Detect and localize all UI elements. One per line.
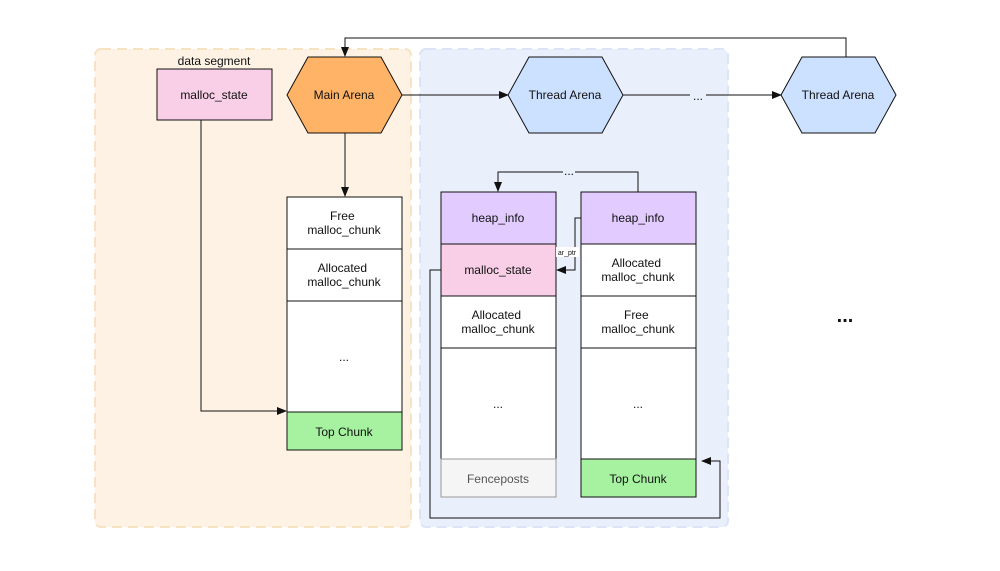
main-heap-chunk-free-label: Free malloc_chunk [307, 209, 381, 237]
thread-heap-2-top-chunk-label: Top Chunk [609, 472, 667, 486]
thread-heap-2-chunk-free-label: Free malloc_chunk [601, 308, 675, 336]
thread-arena-node-2 [780, 56, 897, 134]
main-heap-chunk-allocated-label: Allocated malloc_chunk [307, 261, 381, 289]
thread-arena-label-1: Thread Arena [529, 88, 602, 102]
thread-heap-2-chunk-ellipsis [580, 347, 697, 460]
arrow-malloc-state-to-thread-top-chunk [429, 269, 721, 519]
arena-chain-ellipsis: ... [693, 89, 703, 103]
thread-heap-1-heap-info [440, 191, 557, 245]
thread-arena-label-2: Thread Arena [802, 88, 875, 102]
thread-heap-2: heap_info Allocated malloc_chunk Free ma… [580, 191, 697, 498]
arrow-malloc-state-to-top-chunk [200, 120, 287, 415]
thread-heap-1-fenceposts-label: Fenceposts [467, 472, 529, 486]
malloc-state-box [156, 68, 273, 121]
main-heap-top-chunk-label: Top Chunk [315, 425, 373, 439]
thread-heap-2-chunk-allocated-label: Allocated malloc_chunk [601, 256, 675, 284]
thread-heap-1-heap-info-label: heap_info [472, 211, 525, 225]
thread-heap-1-malloc-state-label: malloc_state [464, 263, 532, 277]
thread-heap-1-chunk-allocated [440, 295, 557, 349]
arrow-ar-ptr [556, 217, 581, 274]
main-heap: Free malloc_chunk Allocated malloc_chunk… [286, 196, 403, 451]
more-arenas-ellipsis: ... [837, 305, 854, 327]
main-heap-top-chunk [286, 411, 403, 451]
arrow-heap2-to-heap1 [575, 171, 639, 192]
main-heap-chunk-allocated [286, 248, 403, 302]
thread-heap-2-heap-info-label: heap_info [612, 211, 665, 225]
malloc-state-label: malloc_state [180, 88, 248, 102]
arrow-heap-chain-into-heap1 [494, 171, 563, 192]
thread-heap-2-top-chunk [580, 458, 697, 498]
main-heap-chunk-ellipsis [286, 300, 403, 413]
ar-ptr-label-bg [556, 247, 579, 257]
thread-heap-2-chunk-free [580, 295, 697, 349]
ar-ptr-label: ar_ptr [558, 250, 577, 257]
thread-heap-2-chunk-allocated [580, 243, 697, 297]
thread-heap-1-chunk-allocated-label: Allocated malloc_chunk [461, 308, 535, 336]
heaps-ellipsis: ... [564, 164, 574, 178]
data-segment-label: data segment [178, 54, 251, 68]
main-heap-chunk-free [286, 196, 403, 250]
thread-heap-1-chunk-ellipsis-label: ... [493, 397, 503, 411]
arrow-thread-loop-back [341, 37, 847, 57]
thread-heap-1: heap_info malloc_state Allocated malloc_… [440, 191, 557, 498]
main-heap-chunk-ellipsis-label: ... [339, 350, 349, 364]
thread-heap-2-chunk-ellipsis-label: ... [633, 397, 643, 411]
main-arena-label: Main Arena [314, 88, 375, 102]
thread-heap-1-fenceposts [440, 458, 557, 498]
